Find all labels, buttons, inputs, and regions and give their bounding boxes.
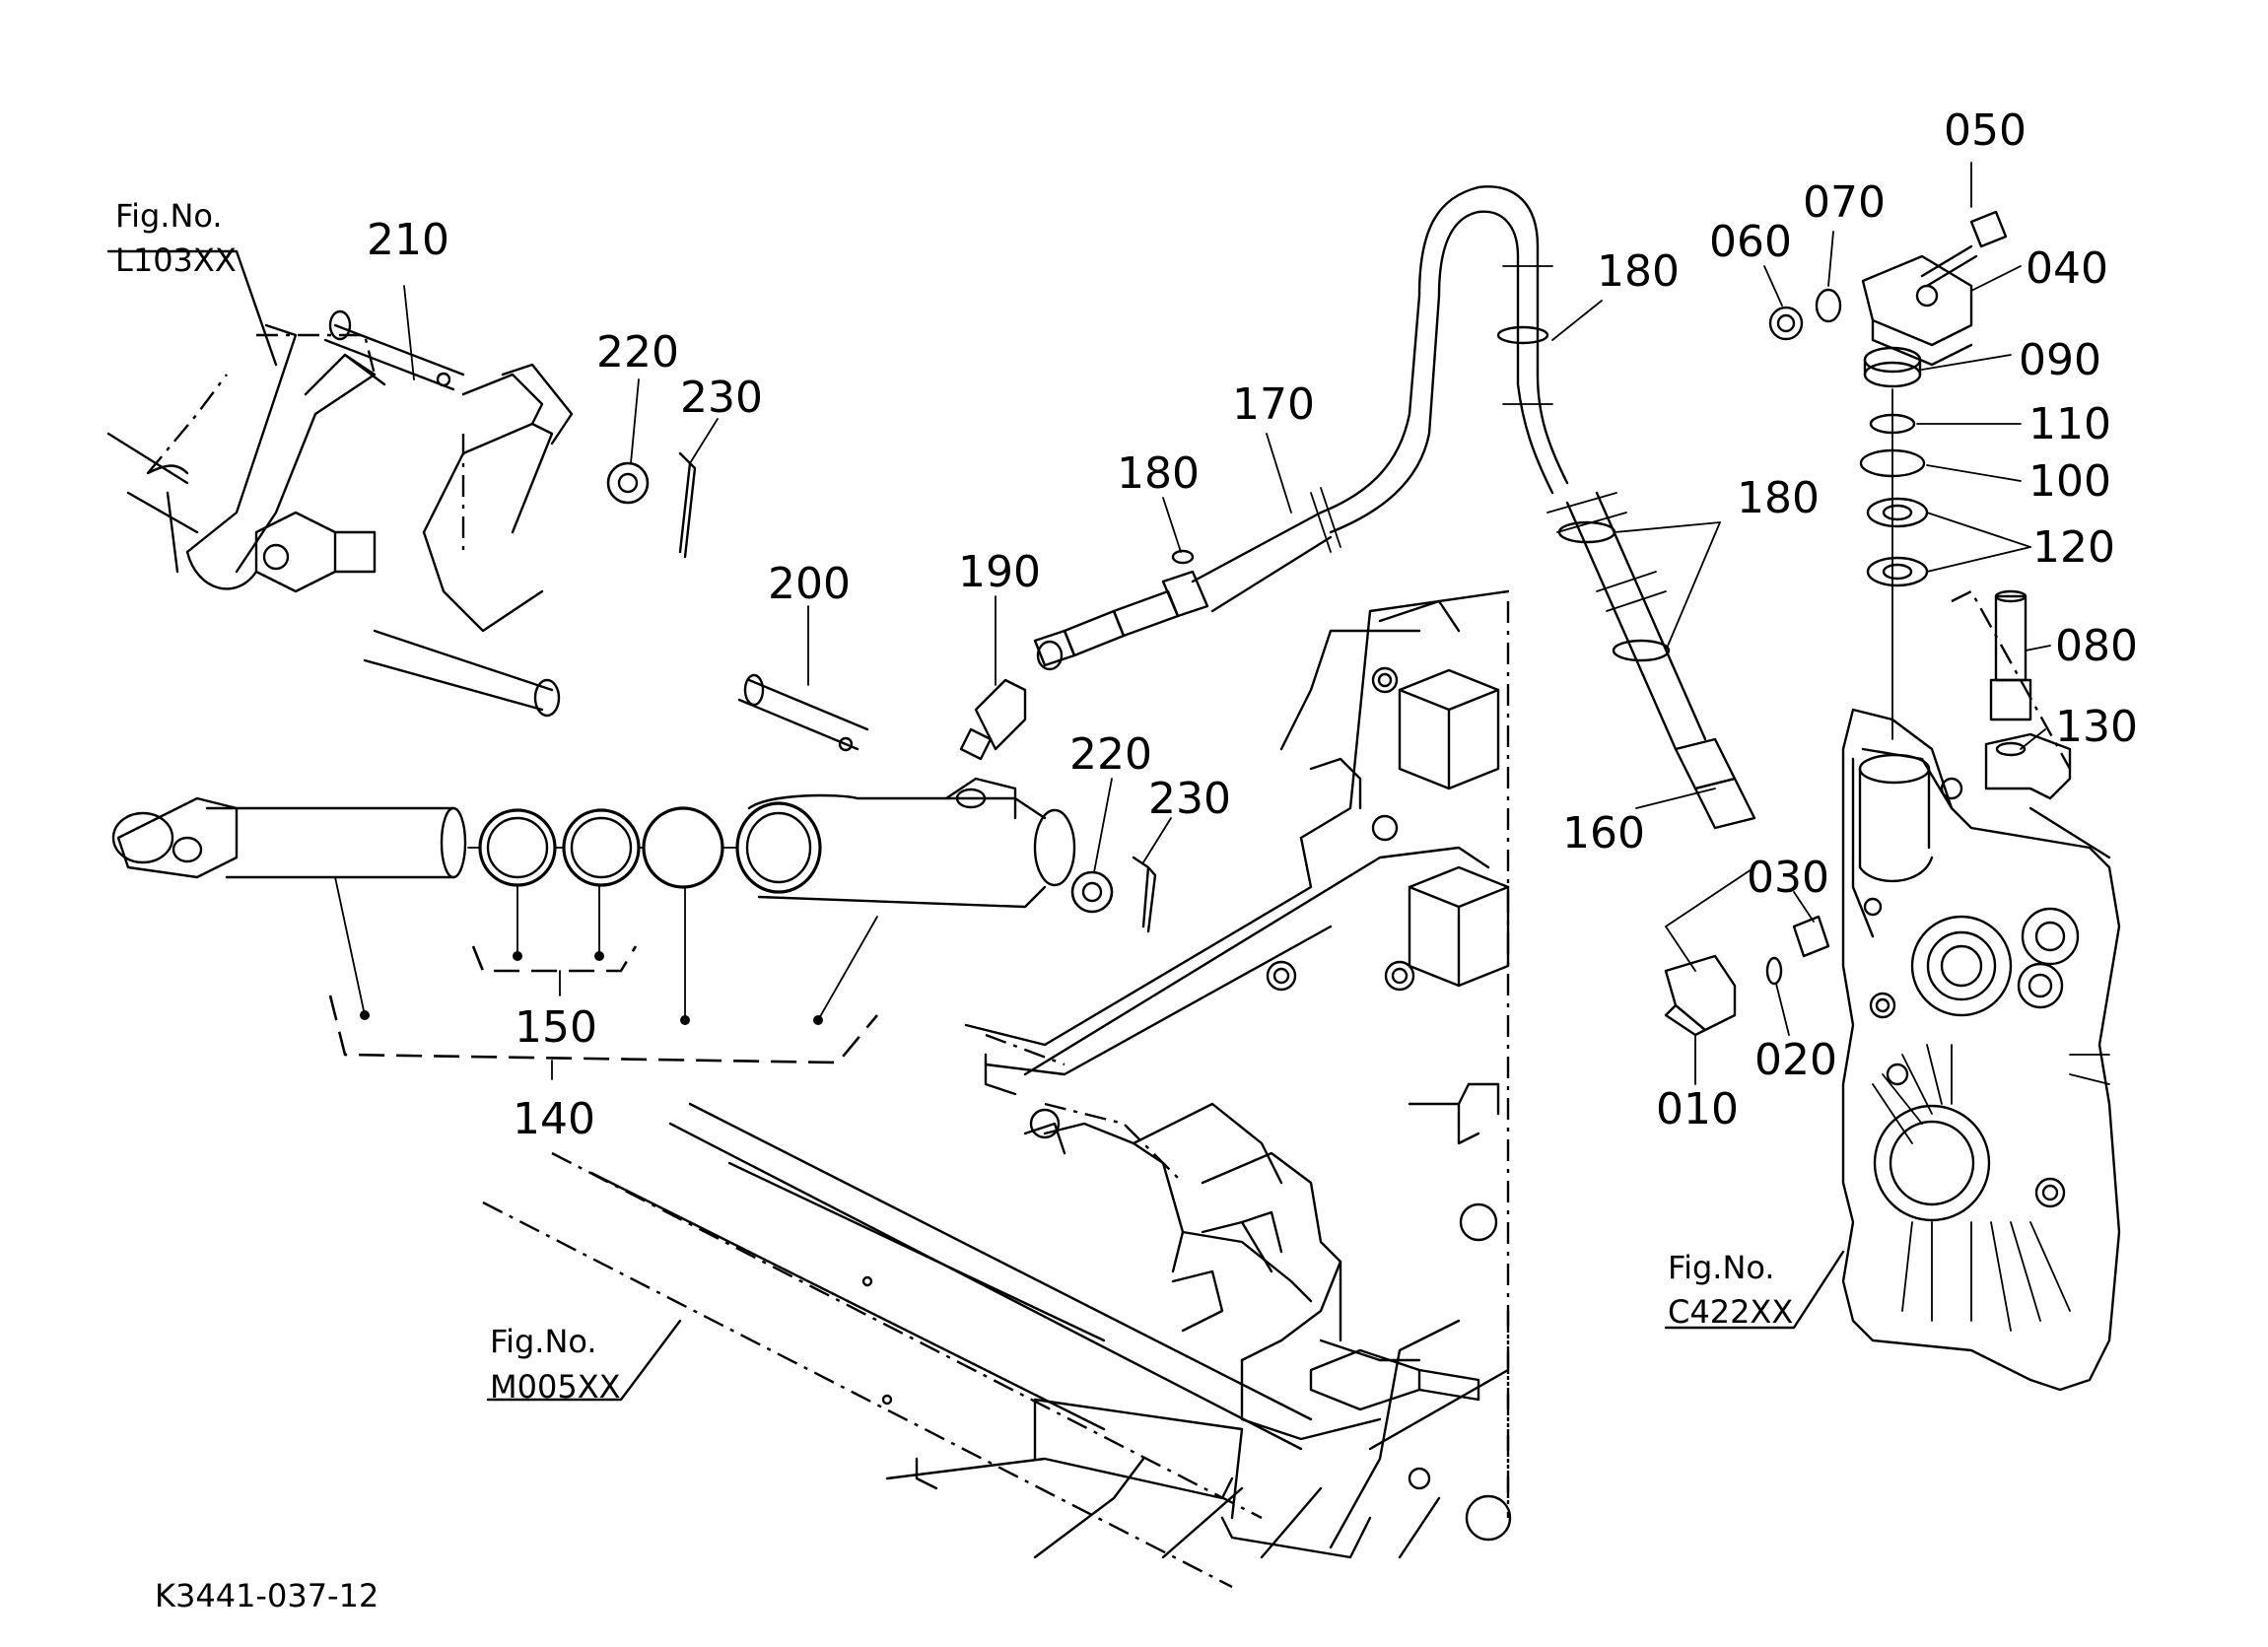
callout-040: 040	[2026, 243, 2108, 294]
drawing-code: K3441-037-12	[155, 1577, 378, 1614]
fig-ref-c422xx-code: C422XX	[1668, 1293, 1793, 1331]
fig-ref-l103xx-label: Fig.No.	[115, 197, 223, 235]
callout-110: 110	[2028, 399, 2111, 449]
callout-120: 120	[2032, 522, 2115, 573]
callout-170: 170	[1232, 379, 1315, 430]
callout-210: 210	[367, 215, 449, 265]
fig-ref-m005xx-code: M005XX	[490, 1368, 621, 1406]
callout-060: 060	[1709, 217, 1792, 267]
callout-050: 050	[1944, 105, 2027, 156]
callout-220-lower: 220	[1069, 729, 1152, 780]
callout-140: 140	[513, 1094, 595, 1144]
callout-090: 090	[2019, 335, 2101, 385]
hydraulic-hose-drawing	[959, 185, 1830, 1037]
tractor-frame-drawing	[482, 589, 1512, 1589]
callout-230-lower: 230	[1148, 774, 1231, 824]
callout-160: 160	[1562, 808, 1645, 858]
callout-230-upper: 230	[680, 373, 763, 423]
gear-case-drawing	[1768, 210, 2121, 1392]
callout-180-left: 180	[1117, 448, 1200, 499]
lift-cylinder-drawing	[106, 309, 1157, 1025]
callout-030: 030	[1747, 853, 1829, 903]
callout-020: 020	[1754, 1035, 1837, 1085]
callout-100: 100	[2028, 456, 2111, 507]
callout-190: 190	[958, 547, 1041, 597]
fig-ref-c422xx-label: Fig.No.	[1668, 1249, 1775, 1286]
callout-180-top: 180	[1597, 246, 1680, 297]
figure-references: Fig.No. L103XX Fig.No. M005XX Fig.No. C4…	[115, 197, 1793, 1406]
fig-ref-l103xx-code: L103XX	[115, 241, 237, 279]
callout-180-middle: 180	[1737, 473, 1820, 523]
callout-010: 010	[1656, 1084, 1739, 1134]
callout-080: 080	[2055, 621, 2138, 671]
callout-220-upper: 220	[596, 327, 679, 377]
callout-200: 200	[768, 559, 851, 609]
callout-070: 070	[1803, 177, 1886, 228]
leader-lines	[106, 162, 2051, 1402]
callout-labels: 050 070 060 040 090 110 100 120 080 130 …	[367, 105, 2138, 1144]
callout-150: 150	[515, 1002, 597, 1053]
fig-ref-m005xx-label: Fig.No.	[490, 1323, 597, 1360]
callout-130: 130	[2055, 702, 2138, 752]
